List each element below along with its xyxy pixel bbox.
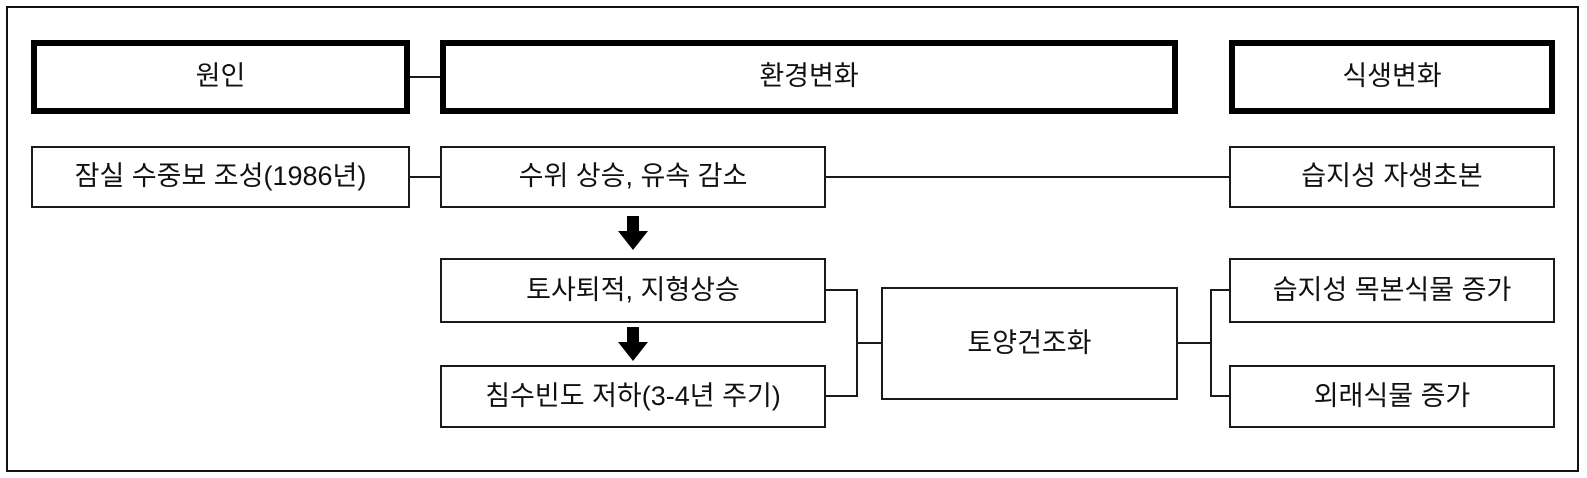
node-box-jamsil-weir: 잠실 수중보 조성(1986년) xyxy=(31,146,410,208)
header-label-environmental-change: 환경변화 xyxy=(759,61,859,92)
arrow-down-icon-sediment-to-flood xyxy=(618,327,648,361)
header-box-cause: 원인 xyxy=(31,40,410,114)
node-label-water-level-rise: 수위 상승, 유속 감소 xyxy=(518,161,748,192)
header-label-vegetation-change: 식생변화 xyxy=(1342,61,1442,92)
connector-bracket-right-spine xyxy=(1210,289,1212,397)
connector-cause-header-to-env-header xyxy=(410,76,440,78)
node-box-wetland-herbs: 습지성 자생초본 xyxy=(1229,146,1555,208)
arrow-head xyxy=(618,342,648,361)
node-box-wetland-woody-increase: 습지성 목본식물 증가 xyxy=(1229,258,1555,323)
header-box-environmental-change: 환경변화 xyxy=(440,40,1178,114)
node-box-water-level-rise: 수위 상승, 유속 감소 xyxy=(440,146,826,208)
arrow-down-icon-water-to-sediment xyxy=(618,216,648,250)
node-label-flood-frequency-drop: 침수빈도 저하(3-4년 주기) xyxy=(485,380,781,411)
diagram-outer-frame xyxy=(6,6,1579,472)
connector-bracket-left-to-soil-drying xyxy=(856,342,881,344)
header-box-vegetation-change: 식생변화 xyxy=(1229,40,1555,114)
node-box-alien-plants-increase: 외래식물 증가 xyxy=(1229,365,1555,428)
node-label-jamsil-weir: 잠실 수중보 조성(1986년) xyxy=(74,161,367,192)
node-label-soil-drying: 토양건조화 xyxy=(967,327,1092,358)
connector-bracket-right-from-soil-drying xyxy=(1178,342,1212,344)
header-label-cause: 원인 xyxy=(195,61,246,92)
node-label-wetland-herbs: 습지성 자생초본 xyxy=(1301,161,1483,192)
connector-bracket-left-top-stub xyxy=(826,289,858,291)
arrow-head xyxy=(618,231,648,250)
node-box-soil-drying: 토양건조화 xyxy=(881,287,1178,400)
node-label-alien-plants-increase: 외래식물 증가 xyxy=(1313,380,1471,411)
node-label-sediment-deposition: 토사퇴적, 지형상승 xyxy=(526,274,740,305)
arrow-shaft xyxy=(627,216,639,233)
arrow-shaft xyxy=(627,327,639,344)
node-box-sediment-deposition: 토사퇴적, 지형상승 xyxy=(440,258,826,323)
connector-bracket-right-bottom-stub xyxy=(1210,395,1229,397)
connector-water-level-to-wetland-herbs xyxy=(826,176,1229,178)
node-label-wetland-woody-increase: 습지성 목본식물 증가 xyxy=(1272,274,1512,305)
connector-bracket-right-top-stub xyxy=(1210,289,1229,291)
node-box-flood-frequency-drop: 침수빈도 저하(3-4년 주기) xyxy=(440,365,826,428)
connector-bracket-left-bottom-stub xyxy=(826,395,858,397)
connector-weir-to-water-level xyxy=(410,176,440,178)
